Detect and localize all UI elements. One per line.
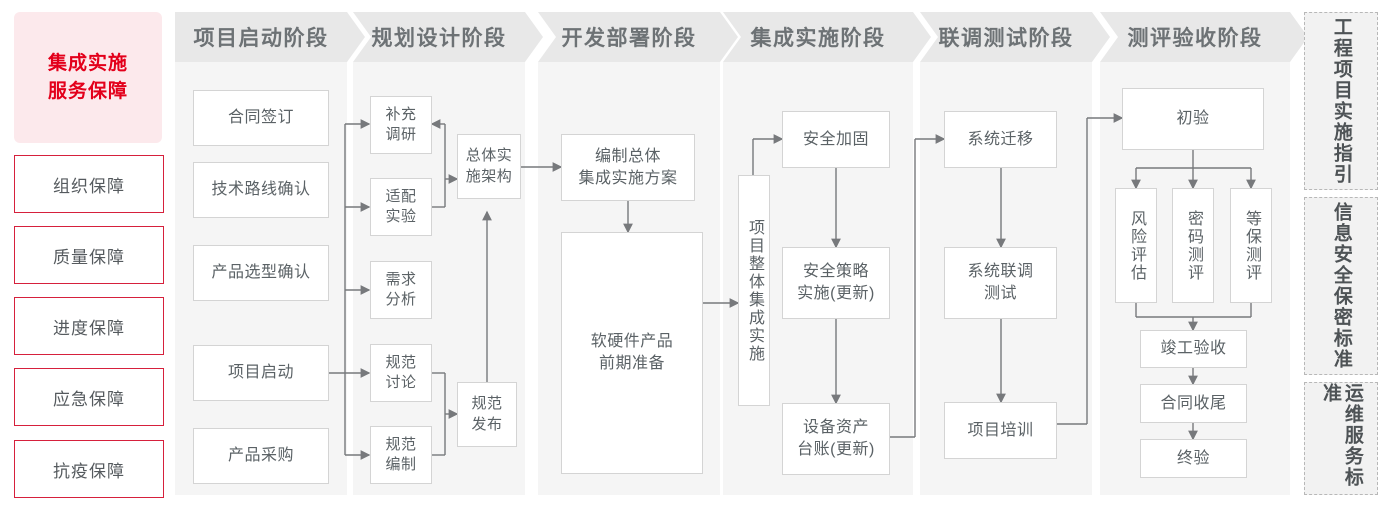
chevron-shape bbox=[538, 12, 738, 62]
node-tech-route-confirm[interactable]: 技术路线确认 bbox=[193, 162, 329, 218]
phase-header-label: 项目启动阶段 bbox=[193, 27, 329, 50]
guarantee-item-epidemic[interactable]: 抗疫保障 bbox=[14, 440, 164, 498]
node-hw-sw-preparation[interactable]: 软硬件产品前期准备 bbox=[561, 232, 703, 474]
node-system-migration[interactable]: 系统迁移 bbox=[944, 111, 1057, 168]
guarantee-title-text: 集成实施 服务保障 bbox=[48, 50, 128, 105]
mlabel: 需求分析 bbox=[385, 270, 417, 308]
node-contract-signing[interactable]: 合同签订 bbox=[193, 90, 329, 146]
node-asset-ledger[interactable]: 设备资产台账(更新) bbox=[782, 403, 890, 475]
guarantee-item-organization[interactable]: 组织保障 bbox=[14, 155, 164, 213]
node-spec-release[interactable]: 规范发布 bbox=[457, 382, 517, 447]
guarantee-title-line1: 集成实施 bbox=[47, 52, 128, 74]
guarantee-item-schedule[interactable]: 进度保障 bbox=[14, 297, 164, 355]
node-contract-closure[interactable]: 合同收尾 bbox=[1140, 384, 1247, 423]
standard-label: 工程项目实施指引 bbox=[1330, 17, 1352, 185]
mlabel: 软硬件产品前期准备 bbox=[590, 333, 674, 372]
mlabel: 规范编制 bbox=[385, 435, 417, 473]
node-final-acceptance[interactable]: 终验 bbox=[1140, 439, 1247, 478]
phase-header-label: 规划设计阶段 bbox=[371, 27, 507, 50]
chevron-shape bbox=[1100, 12, 1308, 62]
chevron-shape bbox=[353, 12, 543, 62]
phase-header-jointtest[interactable]: 联调测试阶段 bbox=[920, 12, 1110, 62]
phase-header-planning[interactable]: 规划设计阶段 bbox=[353, 12, 543, 62]
node-completion-acceptance[interactable]: 竣工验收 bbox=[1140, 330, 1247, 368]
mlabel: 设备资产台账(更新) bbox=[797, 419, 875, 458]
node-adaptation-experiment[interactable]: 适配实验 bbox=[370, 178, 432, 236]
node-spec-discussion[interactable]: 规范讨论 bbox=[370, 344, 432, 402]
guarantee-title-card: 集成实施 服务保障 bbox=[14, 12, 162, 143]
standard-engineering-guideline[interactable]: 工程项目实施指引 bbox=[1304, 12, 1378, 190]
node-requirement-analysis[interactable]: 需求分析 bbox=[370, 261, 432, 319]
node-project-kickoff[interactable]: 项目启动 bbox=[193, 345, 329, 401]
node-spec-drafting[interactable]: 规范编制 bbox=[370, 426, 432, 484]
guarantee-title-line2: 服务保障 bbox=[47, 80, 128, 102]
node-joint-debug-test[interactable]: 系统联调测试 bbox=[944, 247, 1057, 319]
node-project-training[interactable]: 项目培训 bbox=[944, 402, 1057, 459]
standard-label: 信息安全保密标准 bbox=[1330, 202, 1352, 370]
phase-header-integrate[interactable]: 集成实施阶段 bbox=[723, 12, 931, 62]
phase-header-label: 联调测试阶段 bbox=[938, 27, 1074, 50]
standard-operations-service[interactable]: 运维服务标准 bbox=[1304, 382, 1378, 495]
node-product-selection[interactable]: 产品选型确认 bbox=[193, 245, 329, 301]
node-overall-integration-plan[interactable]: 编制总体集成实施方案 bbox=[561, 134, 695, 201]
node-security-policy[interactable]: 安全策略实施(更新) bbox=[782, 247, 890, 319]
mlabel: 编制总体集成实施方案 bbox=[578, 147, 678, 187]
phase-header-label: 测评验收阶段 bbox=[1127, 27, 1263, 50]
node-product-purchase[interactable]: 产品采购 bbox=[193, 428, 329, 484]
guarantee-item-emergency[interactable]: 应急保障 bbox=[14, 368, 164, 426]
node-initial-acceptance[interactable]: 初验 bbox=[1122, 88, 1264, 150]
mlabel: 安全策略实施(更新) bbox=[797, 263, 875, 302]
mlabel: 规范发布 bbox=[471, 395, 503, 433]
mlabel: 适配实验 bbox=[385, 187, 417, 225]
node-overall-project-integration[interactable]: 项目整体集成实施 bbox=[738, 175, 770, 406]
mlabel: 系统联调测试 bbox=[967, 263, 1034, 302]
node-mlps-evaluation[interactable]: 等保测评 bbox=[1230, 188, 1272, 303]
phase-header-startup[interactable]: 项目启动阶段 bbox=[175, 12, 365, 62]
phase-header-develop[interactable]: 开发部署阶段 bbox=[538, 12, 738, 62]
phase-header-label: 开发部署阶段 bbox=[561, 27, 697, 50]
chevron-shape bbox=[175, 12, 365, 62]
chevron-shape bbox=[920, 12, 1110, 62]
node-security-hardening[interactable]: 安全加固 bbox=[782, 111, 890, 168]
mlabel: 补充调研 bbox=[385, 105, 417, 143]
node-supplementary-research[interactable]: 补充调研 bbox=[370, 96, 432, 154]
chevron-shape bbox=[723, 12, 931, 62]
phase-header-accept[interactable]: 测评验收阶段 bbox=[1100, 12, 1308, 62]
mlabel: 规范讨论 bbox=[385, 353, 417, 391]
node-risk-assessment[interactable]: 风险评估 bbox=[1115, 188, 1157, 303]
phase-header-label: 集成实施阶段 bbox=[750, 27, 886, 50]
mlabel: 总体实施架构 bbox=[465, 147, 513, 185]
guarantee-item-quality[interactable]: 质量保障 bbox=[14, 226, 164, 284]
node-overall-architecture[interactable]: 总体实施架构 bbox=[457, 134, 521, 199]
standard-label: 运维服务标准 bbox=[1320, 383, 1363, 488]
standard-information-security[interactable]: 信息安全保密标准 bbox=[1304, 197, 1378, 375]
node-crypto-evaluation[interactable]: 密码测评 bbox=[1172, 188, 1214, 303]
